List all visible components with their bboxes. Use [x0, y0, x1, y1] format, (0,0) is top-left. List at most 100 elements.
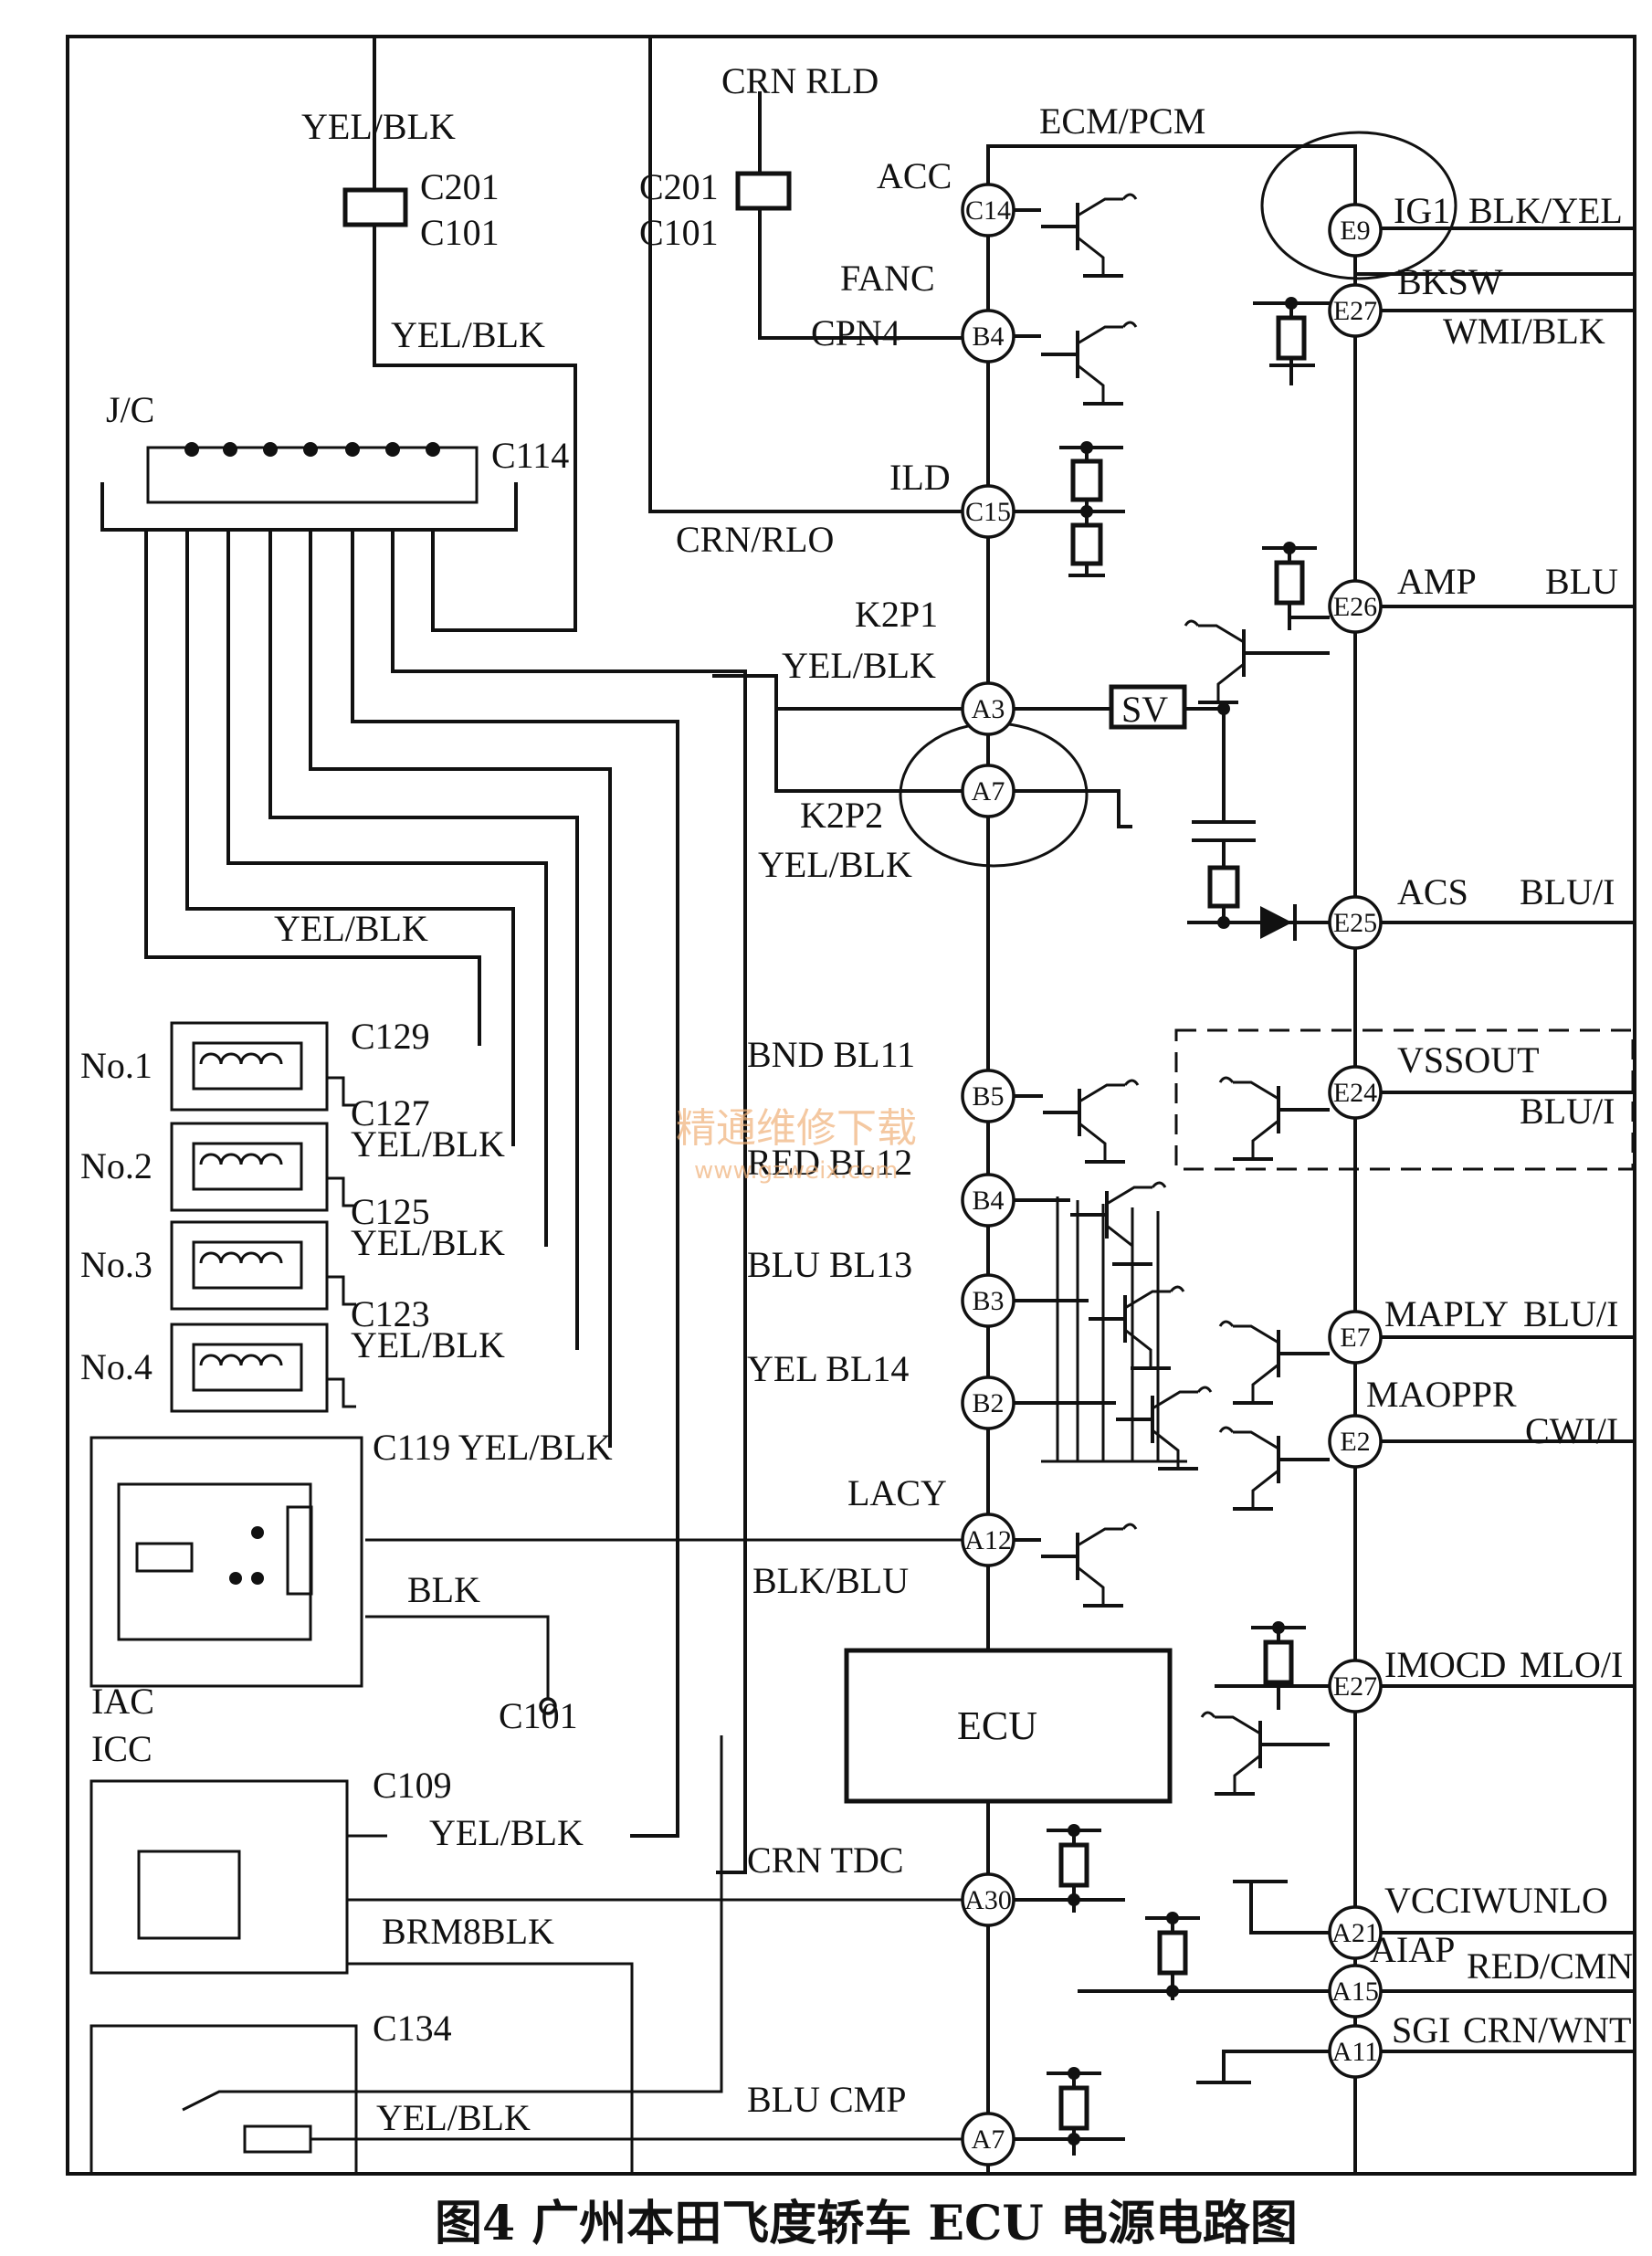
injector-4: No.4 [80, 1323, 356, 1413]
injector-1: No.1 [80, 1021, 356, 1112]
injector-driver-wiring [1014, 208, 1330, 1746]
pin-signal-label: RED BL12 [747, 1142, 912, 1183]
jc-terminal-2 [223, 442, 237, 457]
harness-wire-3 [226, 530, 548, 1247]
center-pin-a7-4: A7 [961, 764, 1015, 818]
jc-terminal-3 [263, 442, 278, 457]
injector-coil-icon [199, 1354, 283, 1366]
label-k2p1: K2P1 [855, 594, 938, 635]
injector-label: No.1 [80, 1045, 153, 1086]
watermark-text: 精通维修下载 [676, 1105, 917, 1152]
top-left-wiring [342, 37, 988, 632]
jc-terminal-6 [385, 442, 400, 457]
pin-signal-label: IMOCD [1384, 1644, 1506, 1685]
pin-wire-label: CRN/WNT [1463, 2009, 1631, 2050]
jc-terminals [184, 442, 440, 457]
injector-label: No.2 [80, 1145, 153, 1186]
label-c101-a: C101 [420, 212, 500, 253]
label-ecm-pcm: ECM/PCM [1039, 100, 1205, 142]
pin-signal-label: BLU CMP [747, 2079, 907, 2120]
transistor-bl14 [1116, 1386, 1213, 1471]
jc-block [100, 446, 518, 532]
right-side-resistors [1014, 297, 1330, 2156]
pin-code: A11 [1332, 2037, 1379, 2067]
driver-transistors [1041, 193, 1315, 1796]
transistor-lacy [1041, 1523, 1138, 1608]
center-pin-b3-7: B3 BLU BL13 [747, 1244, 1015, 1328]
label-k2p1-wire: YEL/BLK [782, 645, 936, 686]
label-c129: C129 [351, 1016, 430, 1057]
pin-code: A7 [972, 2124, 1005, 2155]
center-pin-a3-3: A3 [961, 681, 1015, 736]
diagram-frame [66, 35, 1636, 2176]
sgi-tie [1222, 2050, 1330, 2082]
transistor-fanc [1041, 321, 1138, 406]
pin-signal-label: VSSOUT [1397, 1039, 1540, 1081]
label-sv: SV [1121, 689, 1168, 730]
pin-signal-label: ILD [889, 457, 951, 498]
pin-code: A12 [964, 1525, 1012, 1555]
pin-code: B3 [972, 1286, 1004, 1316]
pin-code: E27 [1333, 296, 1377, 326]
injector-group: No.1No.2No.3No.4 [80, 1021, 356, 1413]
injector-2: No.2 [80, 1122, 356, 1212]
jc-terminal-1 [184, 442, 199, 457]
harness-wire-5 [309, 530, 612, 1448]
transistor-vssout [1218, 1076, 1315, 1161]
pin-signal-label: IG1 [1394, 190, 1450, 231]
pin-code: B2 [972, 1388, 1004, 1418]
label-k2p2: K2P2 [800, 795, 883, 836]
pin-signal-label: MAPLY [1384, 1293, 1509, 1334]
cmp-node [1068, 2133, 1080, 2145]
label-c127: C127 [351, 1092, 430, 1133]
iac-block [89, 1436, 988, 1715]
label-crn-rld: CRN RLD [721, 60, 879, 101]
pin-signal-label: BKSW [1397, 261, 1503, 302]
transistor-bl11 [1043, 1079, 1140, 1164]
figure-caption: 图4 广州本田飞度轿车 ECU 电源电路图 [435, 2196, 1298, 2251]
aiap-node [1166, 1985, 1179, 1998]
label-c101-b: C101 [639, 212, 719, 253]
pin-circle [961, 484, 1015, 539]
injector-label: No.4 [80, 1346, 153, 1387]
resistor-tdc [1047, 1824, 1101, 1913]
transistor-maply [1218, 1320, 1315, 1405]
pin-wire-label: BLK/BLU [752, 1560, 909, 1601]
label-c125-wire: YEL/BLK [351, 1222, 505, 1263]
pin-wire-label: BLK/YEL [1468, 190, 1623, 231]
pin-wire-label: WMI/BLK [1443, 311, 1605, 352]
pin-wire-label: CWI/I [1525, 1410, 1618, 1451]
label-icc: ICC [91, 1728, 153, 1769]
sv-area [712, 674, 1342, 941]
pin-circle [961, 1173, 1015, 1228]
pin-code: A3 [972, 694, 1005, 724]
label-c123-wire: YEL/BLK [351, 1324, 505, 1365]
resistor-aiap [1145, 1912, 1200, 2000]
jc-terminal-4 [303, 442, 318, 457]
injector-label: No.3 [80, 1244, 153, 1285]
pin-wire-label: CPN4 [811, 312, 900, 353]
vcci-tie [1249, 1882, 1330, 1934]
label-yel-blk-left: YEL/BLK [274, 908, 428, 949]
pin-signal-label: FANC [840, 258, 935, 299]
resistor-bksw [1264, 297, 1319, 385]
harness-wire-2 [185, 530, 515, 1146]
label-c101-gnd: C101 [499, 1695, 578, 1736]
pin-wire-label: MLO/I [1520, 1644, 1623, 1685]
c134-block [89, 1735, 988, 2176]
harness-wire-6 [351, 530, 679, 1838]
pin-signal-label: BLU BL13 [747, 1244, 912, 1285]
